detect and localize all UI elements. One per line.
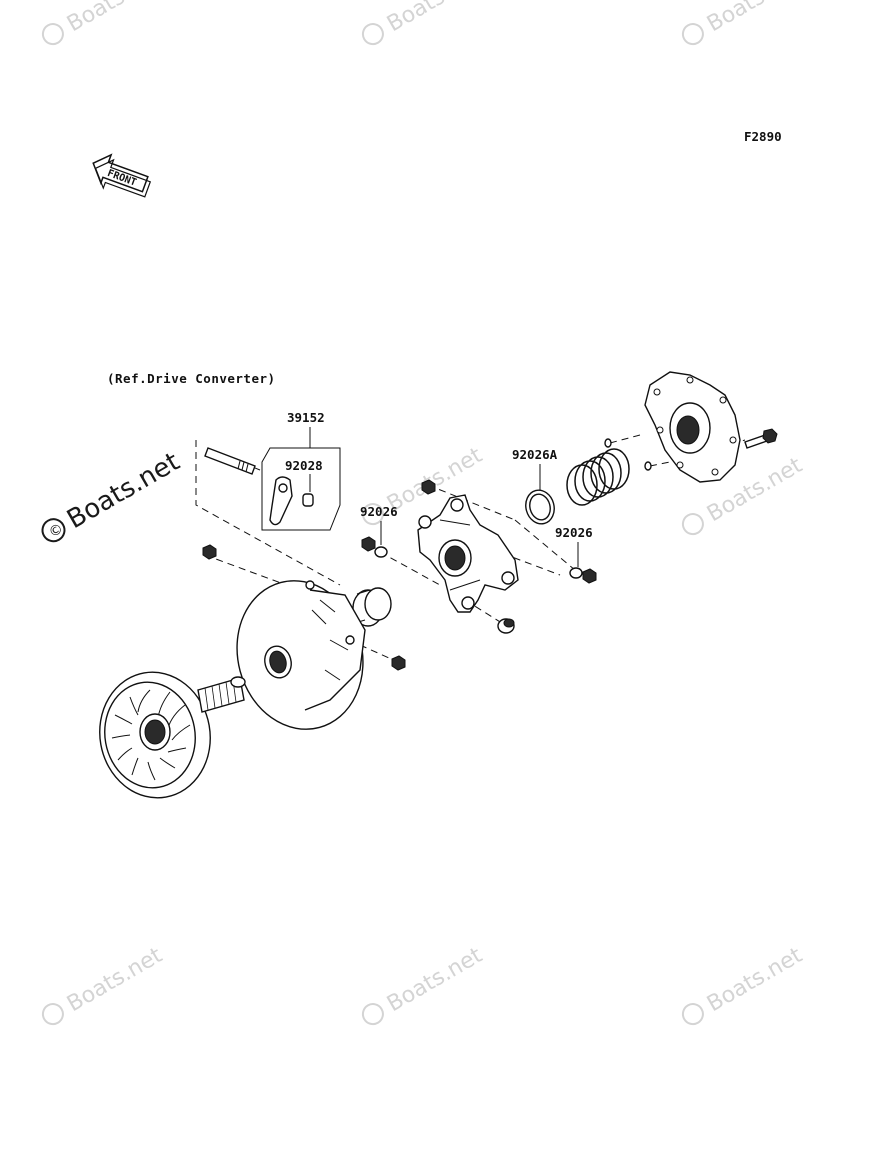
nut-parts	[202, 479, 597, 671]
spring-part	[566, 448, 630, 506]
watermark: Boats.net	[681, 943, 807, 1026]
bushing-part	[352, 587, 392, 627]
cover-plate-part	[644, 371, 741, 483]
part-label-92028: 92028	[285, 458, 323, 473]
front-arrow-icon: FRONT	[92, 153, 152, 198]
bolt-part	[744, 428, 778, 449]
part-label-39152: 39152	[287, 410, 325, 425]
svg-text:Boats.net: Boats.net	[703, 943, 807, 1017]
leader-lines	[261, 427, 579, 567]
svg-text:Boats.net: Boats.net	[383, 943, 487, 1017]
svg-text:©: ©	[46, 521, 66, 542]
svg-text:Boats.net: Boats.net	[383, 0, 487, 37]
part-label-92026-left: 92026	[360, 504, 398, 519]
part-label-92026A: 92026A	[512, 447, 558, 462]
svg-text:Boats.net: Boats.net	[62, 447, 185, 535]
pin-part	[204, 447, 256, 475]
cover-pins	[604, 438, 652, 471]
movable-sheave-part	[236, 580, 366, 730]
washer-92026-left	[374, 546, 388, 558]
reference-note: (Ref.Drive Converter)	[107, 371, 276, 386]
svg-text:Boats.net: Boats.net	[703, 0, 807, 37]
ring-92026A-part	[525, 489, 555, 525]
watermark: Boats.net	[41, 0, 167, 46]
part-label-92026-right: 92026	[555, 525, 593, 540]
washer-92026-right	[569, 567, 583, 579]
watermark: Boats.net	[361, 0, 487, 46]
watermark-dark: © Boats.net	[41, 447, 185, 543]
watermark-grid: Boats.net Boats.net Boats.net Boats.net …	[41, 0, 807, 1026]
spider-part	[417, 494, 519, 613]
watermark: Boats.net	[41, 943, 167, 1026]
svg-text:Boats.net: Boats.net	[383, 443, 487, 517]
fixed-sheave-part	[99, 671, 246, 799]
watermark: Boats.net	[361, 943, 487, 1026]
weight-arm-part	[269, 476, 314, 526]
svg-text:Boats.net: Boats.net	[63, 0, 167, 37]
cap-part	[497, 618, 515, 634]
figure-code: F2890	[744, 129, 782, 144]
watermark: Boats.net	[681, 0, 807, 46]
svg-text:Boats.net: Boats.net	[63, 943, 167, 1017]
